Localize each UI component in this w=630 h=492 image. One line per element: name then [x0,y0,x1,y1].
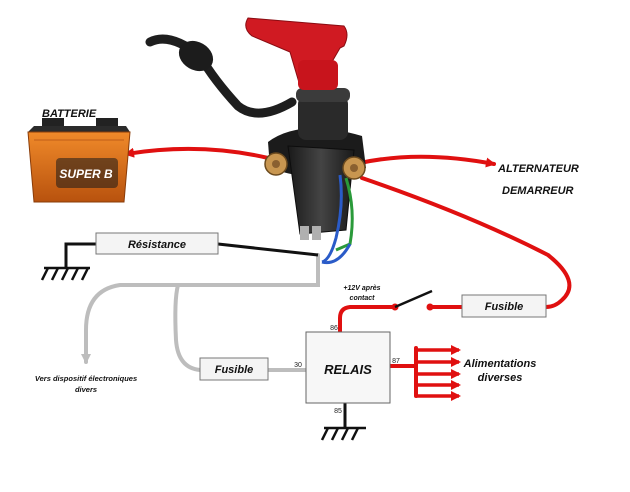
battery-label: BATTERIE [42,108,97,120]
electronics-label-line2: divers [75,385,97,394]
wire-to-fuse-left [173,283,202,372]
fuse-right-label: Fusible [485,301,524,313]
blue-wire [321,174,343,264]
fuse-right-component: Fusible [461,294,547,318]
wire-to-fuse-right [360,176,572,309]
green-wire [335,177,354,252]
relay-label: RELAIS [324,362,372,377]
ground-wires [64,242,347,428]
starter-label: DEMARREUR [502,185,574,197]
relay-pin-30: 30 [294,362,302,369]
contact-switch [391,289,434,311]
battery-cut-off-switch [145,17,366,265]
wire-to-electronics [81,253,320,364]
wire-contact-to-relay-86 [338,305,395,334]
battery-brand-label: SUPER B [59,167,113,181]
resistance-label: Résistance [128,239,186,251]
wire-resistance-switch [217,242,319,257]
dust-cap-strap [145,34,297,118]
plus12v-label-line1: +12V après [343,285,380,292]
resistance-component: Résistance [95,232,219,255]
power-outputs-label-line2: diverses [478,372,523,384]
ground-symbol-left [40,266,90,281]
relay-component: RELAIS [305,331,391,404]
power-wires [124,146,572,398]
alternator-label: ALTERNATEUR [497,163,579,175]
wire-to-battery [124,146,270,160]
relay-pin-85: 85 [334,408,342,415]
plus12v-label-line2: contact [350,295,376,302]
ground-symbol-relay [320,426,366,441]
wire-to-alternator [358,154,496,168]
battery: SUPER B [27,118,131,203]
electronics-label-line1: Vers dispositif électroniques [35,374,137,383]
relay-pin-86: 86 [330,325,338,332]
fuse-left-component: Fusible [199,357,269,381]
wire-resistance-ground [64,242,96,268]
power-outputs-label-line1: Alimentations [463,358,537,370]
relay-pin-87: 87 [392,358,400,365]
fuse-left-label: Fusible [215,364,254,376]
power-output-arrows [416,345,461,401]
signal-wires [81,253,320,372]
